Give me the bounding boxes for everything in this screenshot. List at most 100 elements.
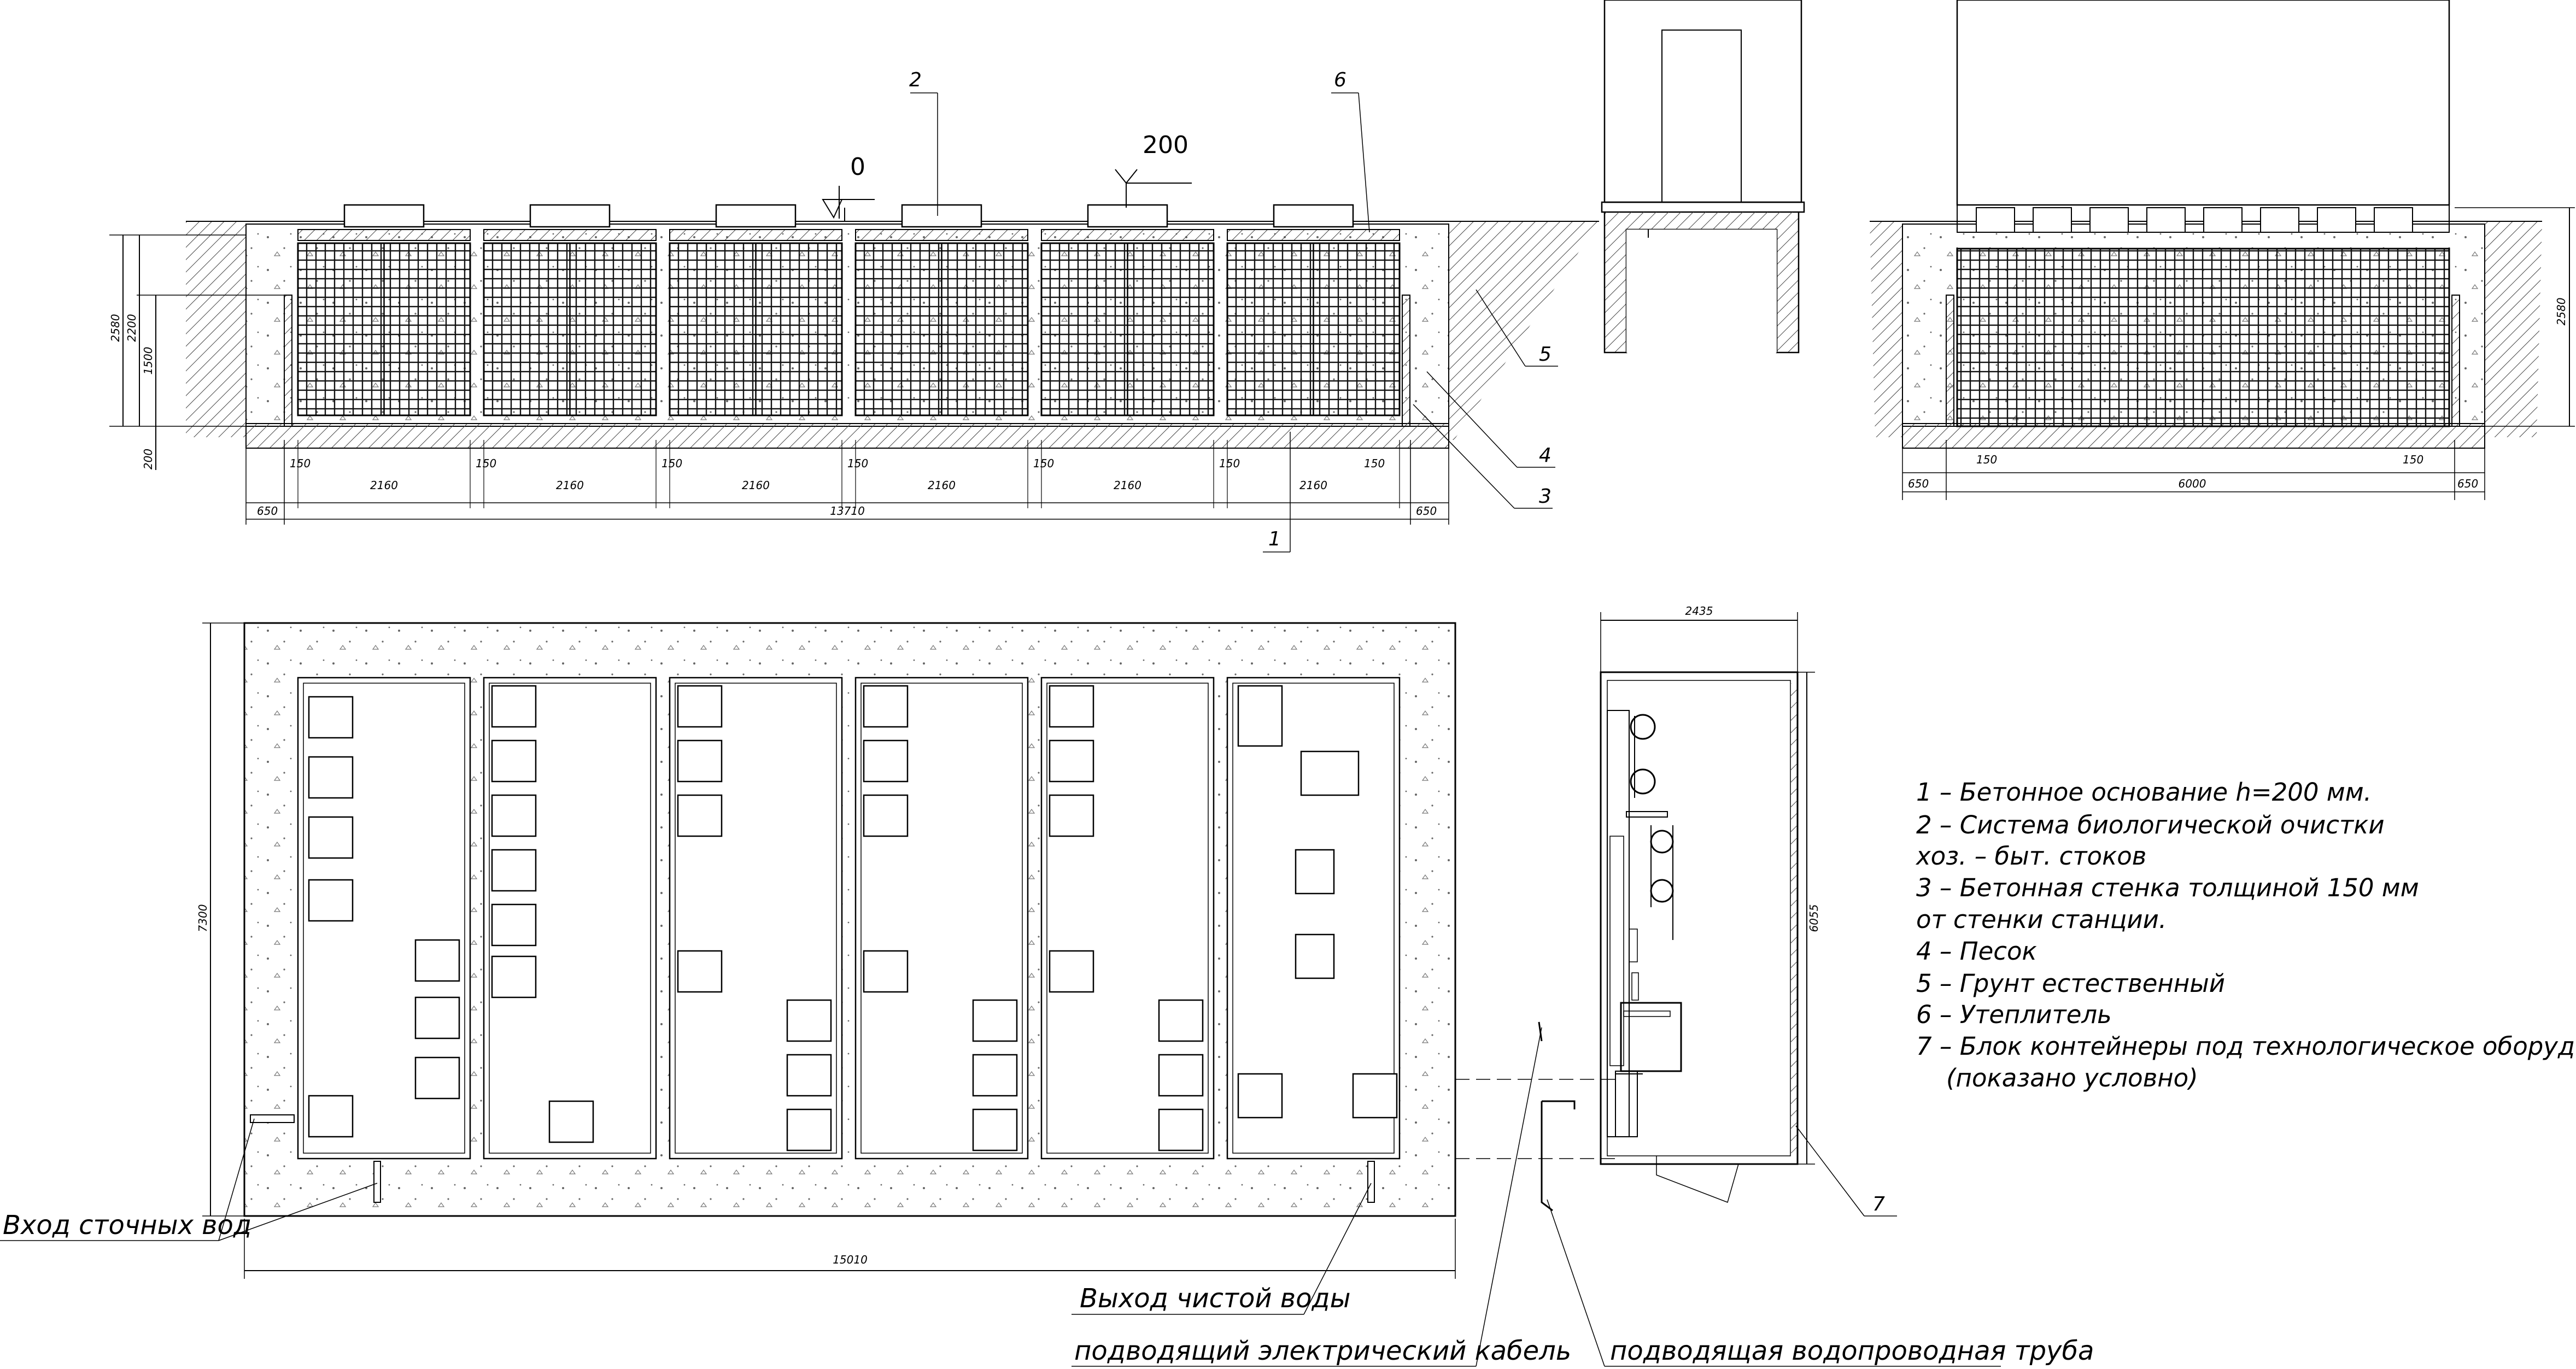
plan-modules xyxy=(297,677,1401,1160)
dim-150: 150 xyxy=(290,457,311,470)
plan-hatch xyxy=(677,739,723,783)
legend-line-2: 2 – Система биологической очистки xyxy=(1916,810,2385,839)
dim-150: 150 xyxy=(1364,457,1385,470)
marker-7: 7 xyxy=(1872,1193,1885,1215)
soil-hatch-right xyxy=(1449,221,1599,440)
plan-hatch xyxy=(308,756,354,799)
side-dim-650-right: 650 xyxy=(2457,477,2478,490)
marker-4: 4 xyxy=(1539,444,1552,467)
plan-hatch xyxy=(1158,999,1204,1042)
plan-view: 7300 15010 xyxy=(196,622,1456,1279)
captions: Вход сточных вод Выход чистой воды подво… xyxy=(0,1027,2094,1367)
marker-1: 1 xyxy=(1268,528,1281,550)
section-view: 2580 2200 150 0 200 150 2160 150 2160 150 2160… xyxy=(109,69,1599,553)
insulation-layer xyxy=(483,229,657,241)
plan-hatch xyxy=(1237,685,1283,747)
plan-hatch xyxy=(414,939,460,982)
outlet-pipe-right xyxy=(1367,1161,1375,1203)
plan-hatch xyxy=(308,1095,354,1138)
dim-2580: 2580 xyxy=(109,314,122,342)
container-dim-6055: 6055 xyxy=(1807,904,1820,932)
inlet-pipe xyxy=(250,1114,295,1123)
legend-line-10: (показано условно) xyxy=(1946,1064,2198,1092)
soil-hatch-left xyxy=(186,221,246,437)
plan-hatch xyxy=(1295,933,1335,979)
plan-hatch xyxy=(972,1108,1018,1151)
plan-hatch xyxy=(677,794,723,837)
plan-hatch xyxy=(677,950,723,993)
plan-hatch xyxy=(1352,1073,1398,1119)
dim-200: 200 xyxy=(142,449,155,469)
outlet-pipe-left xyxy=(373,1161,381,1203)
plan-hatch xyxy=(1237,1073,1283,1119)
plan-hatch xyxy=(1049,739,1094,783)
plan-hatch xyxy=(863,739,909,783)
side-section-view: 2580 150 150 650 650 6000 xyxy=(1870,0,2575,500)
plan-hatch xyxy=(972,1054,1018,1097)
side-wall-left xyxy=(284,295,292,427)
plan-hatch xyxy=(308,696,354,739)
plan-hatch xyxy=(972,999,1018,1042)
module-hatch xyxy=(1087,204,1168,228)
plan-hatch xyxy=(677,685,723,728)
dim-650-left: 650 xyxy=(257,504,278,518)
plan-hatch xyxy=(414,1056,460,1100)
dim-150: 150 xyxy=(1033,457,1054,470)
dim-150: 150 xyxy=(1219,457,1240,470)
plan-hatch xyxy=(1158,1108,1204,1151)
side-dim-650-left: 650 xyxy=(1908,477,1929,490)
container-dim-2435: 2435 xyxy=(1685,604,1713,618)
dim-2200: 2200 xyxy=(125,314,138,342)
side-dim-150-right: 150 xyxy=(2403,453,2423,466)
plan-hatch xyxy=(548,1100,594,1143)
side-dim-150-left: 150 xyxy=(1976,453,1997,466)
marker-6: 6 xyxy=(1334,69,1346,91)
dim-13710: 13710 xyxy=(830,504,865,518)
plan-hatch xyxy=(786,999,832,1042)
plan-hatch xyxy=(1049,685,1094,728)
module-hatch xyxy=(1273,204,1354,228)
module-hatches xyxy=(1976,207,2413,233)
treatment-modules xyxy=(297,204,1401,416)
level-0: 0 xyxy=(850,153,865,181)
module-hatch xyxy=(343,204,425,228)
plan-dim-15010: 15010 xyxy=(833,1253,868,1266)
dim-150: 150 xyxy=(661,457,682,470)
insulation-layer xyxy=(1041,229,1214,241)
dim-2160: 2160 xyxy=(742,479,770,492)
plan-hatch xyxy=(491,794,537,837)
caption-inlet: Вход сточных вод xyxy=(3,1210,251,1241)
legend-line-3: хоз. – быт. стоков xyxy=(1915,842,2146,871)
container-elevation xyxy=(1601,0,1805,354)
legend-line-1: 1 – Бетонное основание h=200 мм. xyxy=(1916,778,2372,807)
side-dim-6000: 6000 xyxy=(2179,477,2206,490)
plan-hatch xyxy=(491,685,537,728)
plan-hatch xyxy=(491,849,537,892)
concrete-base xyxy=(245,423,1449,449)
plan-hatch xyxy=(1049,794,1094,837)
plan-hatch xyxy=(491,903,537,947)
legend-line-9: 7 – Блок контейнеры под технологическое … xyxy=(1916,1032,2576,1061)
marker-2: 2 xyxy=(909,69,922,91)
plan-hatch xyxy=(786,1108,832,1151)
plan-hatch xyxy=(308,879,354,922)
caption-water-pipe: подводящая водопроводная труба xyxy=(1610,1336,2094,1366)
legend-line-6: 4 – Песок xyxy=(1916,937,2037,966)
insulation-layer xyxy=(669,229,842,241)
dim-2160: 2160 xyxy=(370,479,398,492)
plan-hatch xyxy=(1295,849,1335,895)
dim-2160: 2160 xyxy=(556,479,584,492)
marker-3: 3 xyxy=(1539,485,1552,508)
plan-hatch xyxy=(414,996,460,1039)
equipment-box xyxy=(1620,1002,1682,1072)
dim-2160: 2160 xyxy=(1299,479,1327,492)
plan-hatch xyxy=(1049,950,1094,993)
legend-line-5: от стенки станции. xyxy=(1916,905,2167,934)
dim-150: 150 xyxy=(847,457,868,470)
plan-hatch xyxy=(308,816,354,859)
dim-2160: 2160 xyxy=(928,479,956,492)
caption-cable: подводящий электрический кабель xyxy=(1074,1336,1571,1366)
plan-hatch xyxy=(863,950,909,993)
dim-150: 150 xyxy=(476,457,496,470)
